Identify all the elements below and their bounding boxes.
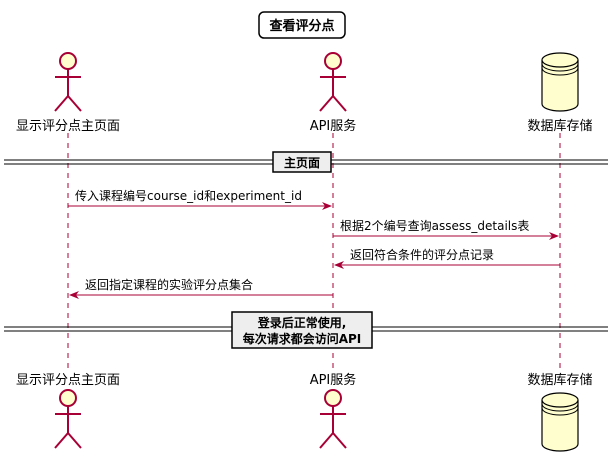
actor-icon [54, 389, 82, 449]
participant-db-top: 数据库存储 [527, 52, 593, 134]
divider-text: 主页面 [284, 155, 320, 170]
participant-label: 数据库存储 [527, 118, 592, 134]
divider-text-line-2: 每次请求都会访问API [243, 331, 362, 346]
message-1: 传入课程编号course_id和experiment_id [68, 188, 332, 210]
participant-db-bottom: 数据库存储 [527, 372, 593, 452]
participant-api-bottom: API服务 [310, 372, 357, 449]
participant-api-top: API服务 [310, 52, 357, 134]
divider-text-line-1: 登录后正常使用, [257, 315, 347, 330]
message-4: 返回指定课程的实验评分点集合 [69, 277, 333, 299]
database-icon [541, 52, 579, 112]
diagram-title: 查看评分点 [258, 11, 346, 39]
actor-icon [319, 52, 347, 112]
message-label: 根据2个编号查询assess_details表 [340, 218, 529, 233]
actor-icon [54, 52, 82, 112]
divider-logged-in: 登录后正常使用, 每次请求都会访问API [4, 311, 608, 349]
diagram-title-text: 查看评分点 [268, 18, 334, 34]
message-label: 返回指定课程的实验评分点集合 [85, 277, 253, 292]
message-label: 传入课程编号course_id和experiment_id [75, 188, 302, 203]
participant-label: API服务 [310, 118, 357, 134]
participant-page-top: 显示评分点主页面 [16, 52, 120, 134]
participant-label: API服务 [310, 372, 357, 388]
message-3: 返回符合条件的评分点记录 [334, 247, 560, 269]
message-label: 返回符合条件的评分点记录 [350, 247, 494, 262]
divider-main-page: 主页面 [4, 151, 608, 173]
participant-label: 显示评分点主页面 [16, 373, 120, 388]
actor-icon [319, 389, 347, 449]
message-2: 根据2个编号查询assess_details表 [333, 218, 559, 240]
database-icon [541, 392, 579, 452]
participant-page-bottom: 显示评分点主页面 [16, 373, 120, 449]
participant-label: 数据库存储 [527, 372, 592, 388]
participant-label: 显示评分点主页面 [16, 119, 120, 134]
